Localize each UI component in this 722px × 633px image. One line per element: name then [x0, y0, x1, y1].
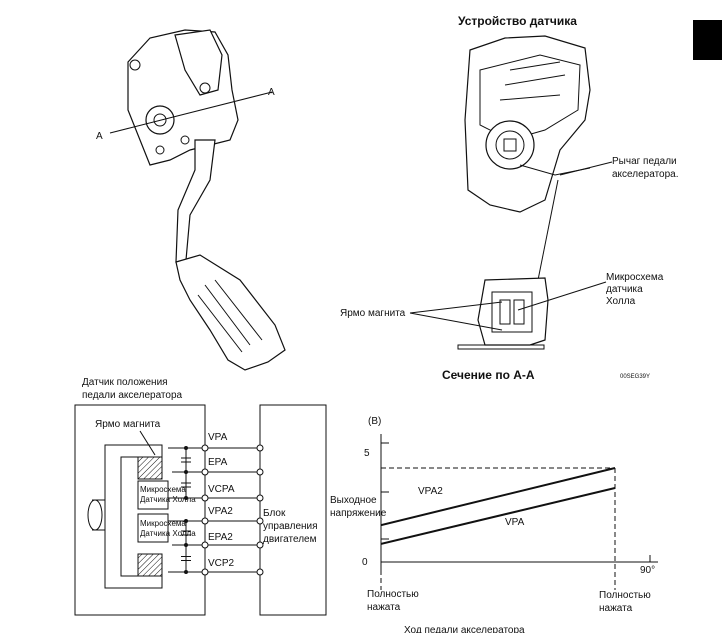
- lever-label-line1: Рычаг педали: [612, 156, 677, 167]
- hall-label-line3: Холла: [606, 296, 636, 307]
- sensor-title-line1: Датчик положения: [82, 377, 168, 388]
- terminal-vcp2: VCP2: [208, 558, 235, 569]
- series-line-vpa2: [380, 467, 616, 527]
- sensor-box: [74, 404, 206, 616]
- x-start-label-line1: Полностью: [367, 589, 419, 600]
- ecu-terminal: [256, 468, 264, 476]
- terminal-vcpa: VCPA: [208, 484, 235, 495]
- section-mark-right: A: [268, 87, 275, 98]
- sensor-terminal: [201, 494, 209, 502]
- sensor-title-line2: педали акселератора: [82, 390, 183, 401]
- x-full-label-line1: Полностью: [599, 590, 651, 601]
- series-label-vpa2: VPA2: [418, 486, 443, 497]
- sensor-terminal: [201, 468, 209, 476]
- sensor-terminal: [201, 444, 209, 452]
- ylabel-line2: напряжение: [330, 508, 387, 519]
- sensor-device-illustration: Устройство датчика Рычаг педали акселера…: [340, 14, 679, 382]
- ecu-label-line2: управления: [263, 521, 318, 532]
- circuit-yoke-label: Ярмо магнита: [95, 419, 161, 430]
- graph-unit-label: (В): [368, 416, 381, 427]
- series-line-vpa: [380, 487, 616, 545]
- hall-label-line1: Микросхема: [606, 272, 664, 283]
- ecu-terminal: [256, 517, 264, 525]
- output-graph: (В) 5 0 Выходное напряжение 90° VPA2 VPA…: [330, 416, 658, 633]
- hall-chip1-line2: Датчика Холла: [140, 495, 196, 504]
- yoke-label: Ярмо магнита: [340, 308, 406, 319]
- ecu-terminal: [256, 494, 264, 502]
- ecu-label-line1: Блок: [263, 508, 286, 519]
- hall-chip1-line1: Микросхема: [140, 485, 186, 494]
- pedal-illustration: A A: [96, 29, 286, 371]
- hall-label-line2: датчика: [606, 284, 643, 295]
- section-tab: [693, 20, 722, 60]
- x-start-label-line2: нажата: [367, 602, 401, 613]
- terminal-vpa2: VPA2: [208, 506, 233, 517]
- ecu-box: [259, 404, 327, 616]
- hall-chip2-line2: Датчика Холла: [140, 529, 196, 538]
- ecu-terminal: [256, 541, 264, 549]
- lever-label-line2: акселератора.: [612, 169, 679, 180]
- sensor-terminal: [201, 541, 209, 549]
- sensor-terminal: [201, 517, 209, 525]
- xlabel: Ход педали акселератора: [404, 625, 525, 633]
- section-title: Сечение по А-А: [442, 368, 535, 382]
- x-full-label-line2: нажата: [599, 603, 633, 614]
- section-mark-left: A: [96, 131, 103, 142]
- hall-chip2-line1: Микросхема: [140, 519, 186, 528]
- ecu-terminal: [256, 568, 264, 576]
- terminal-vpa: VPA: [208, 432, 228, 443]
- ylabel-line1: Выходное: [330, 495, 377, 506]
- sensor-terminal: [201, 568, 209, 576]
- ecu-label-line3: двигателем: [263, 534, 317, 545]
- sensor-device-title: Устройство датчика: [458, 14, 577, 28]
- ecu-terminal: [256, 444, 264, 452]
- terminal-epa2: EPA2: [208, 532, 233, 543]
- x-end-label: 90°: [640, 565, 655, 576]
- y-tick-5: 5: [364, 448, 370, 459]
- circuit-diagram: Датчик положения педали акселератора Ярм…: [74, 377, 327, 616]
- y-tick-0: 0: [362, 557, 368, 568]
- terminal-epa: EPA: [208, 457, 228, 468]
- series-label-vpa: VPA: [505, 517, 525, 528]
- figure-code: 00SEG39Y: [620, 374, 650, 380]
